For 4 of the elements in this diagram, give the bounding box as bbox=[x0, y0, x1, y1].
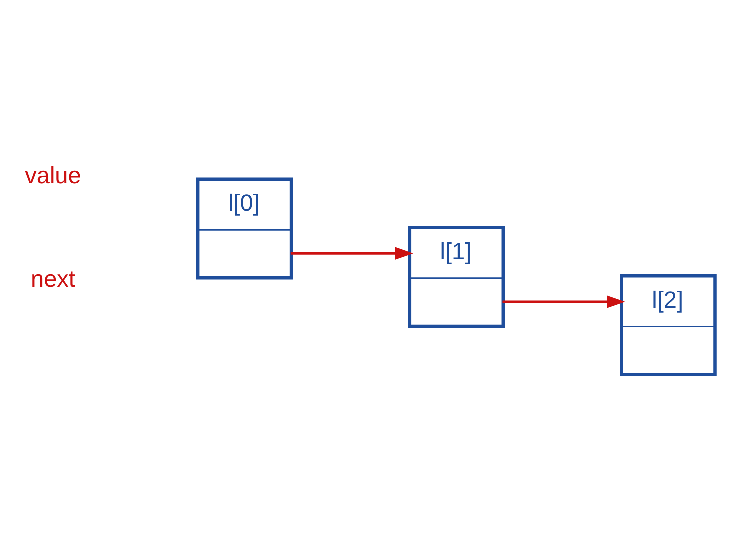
arrow bbox=[290, 247, 414, 260]
arrow bbox=[502, 296, 626, 308]
label: next bbox=[31, 266, 76, 292]
label: value bbox=[25, 162, 82, 189]
